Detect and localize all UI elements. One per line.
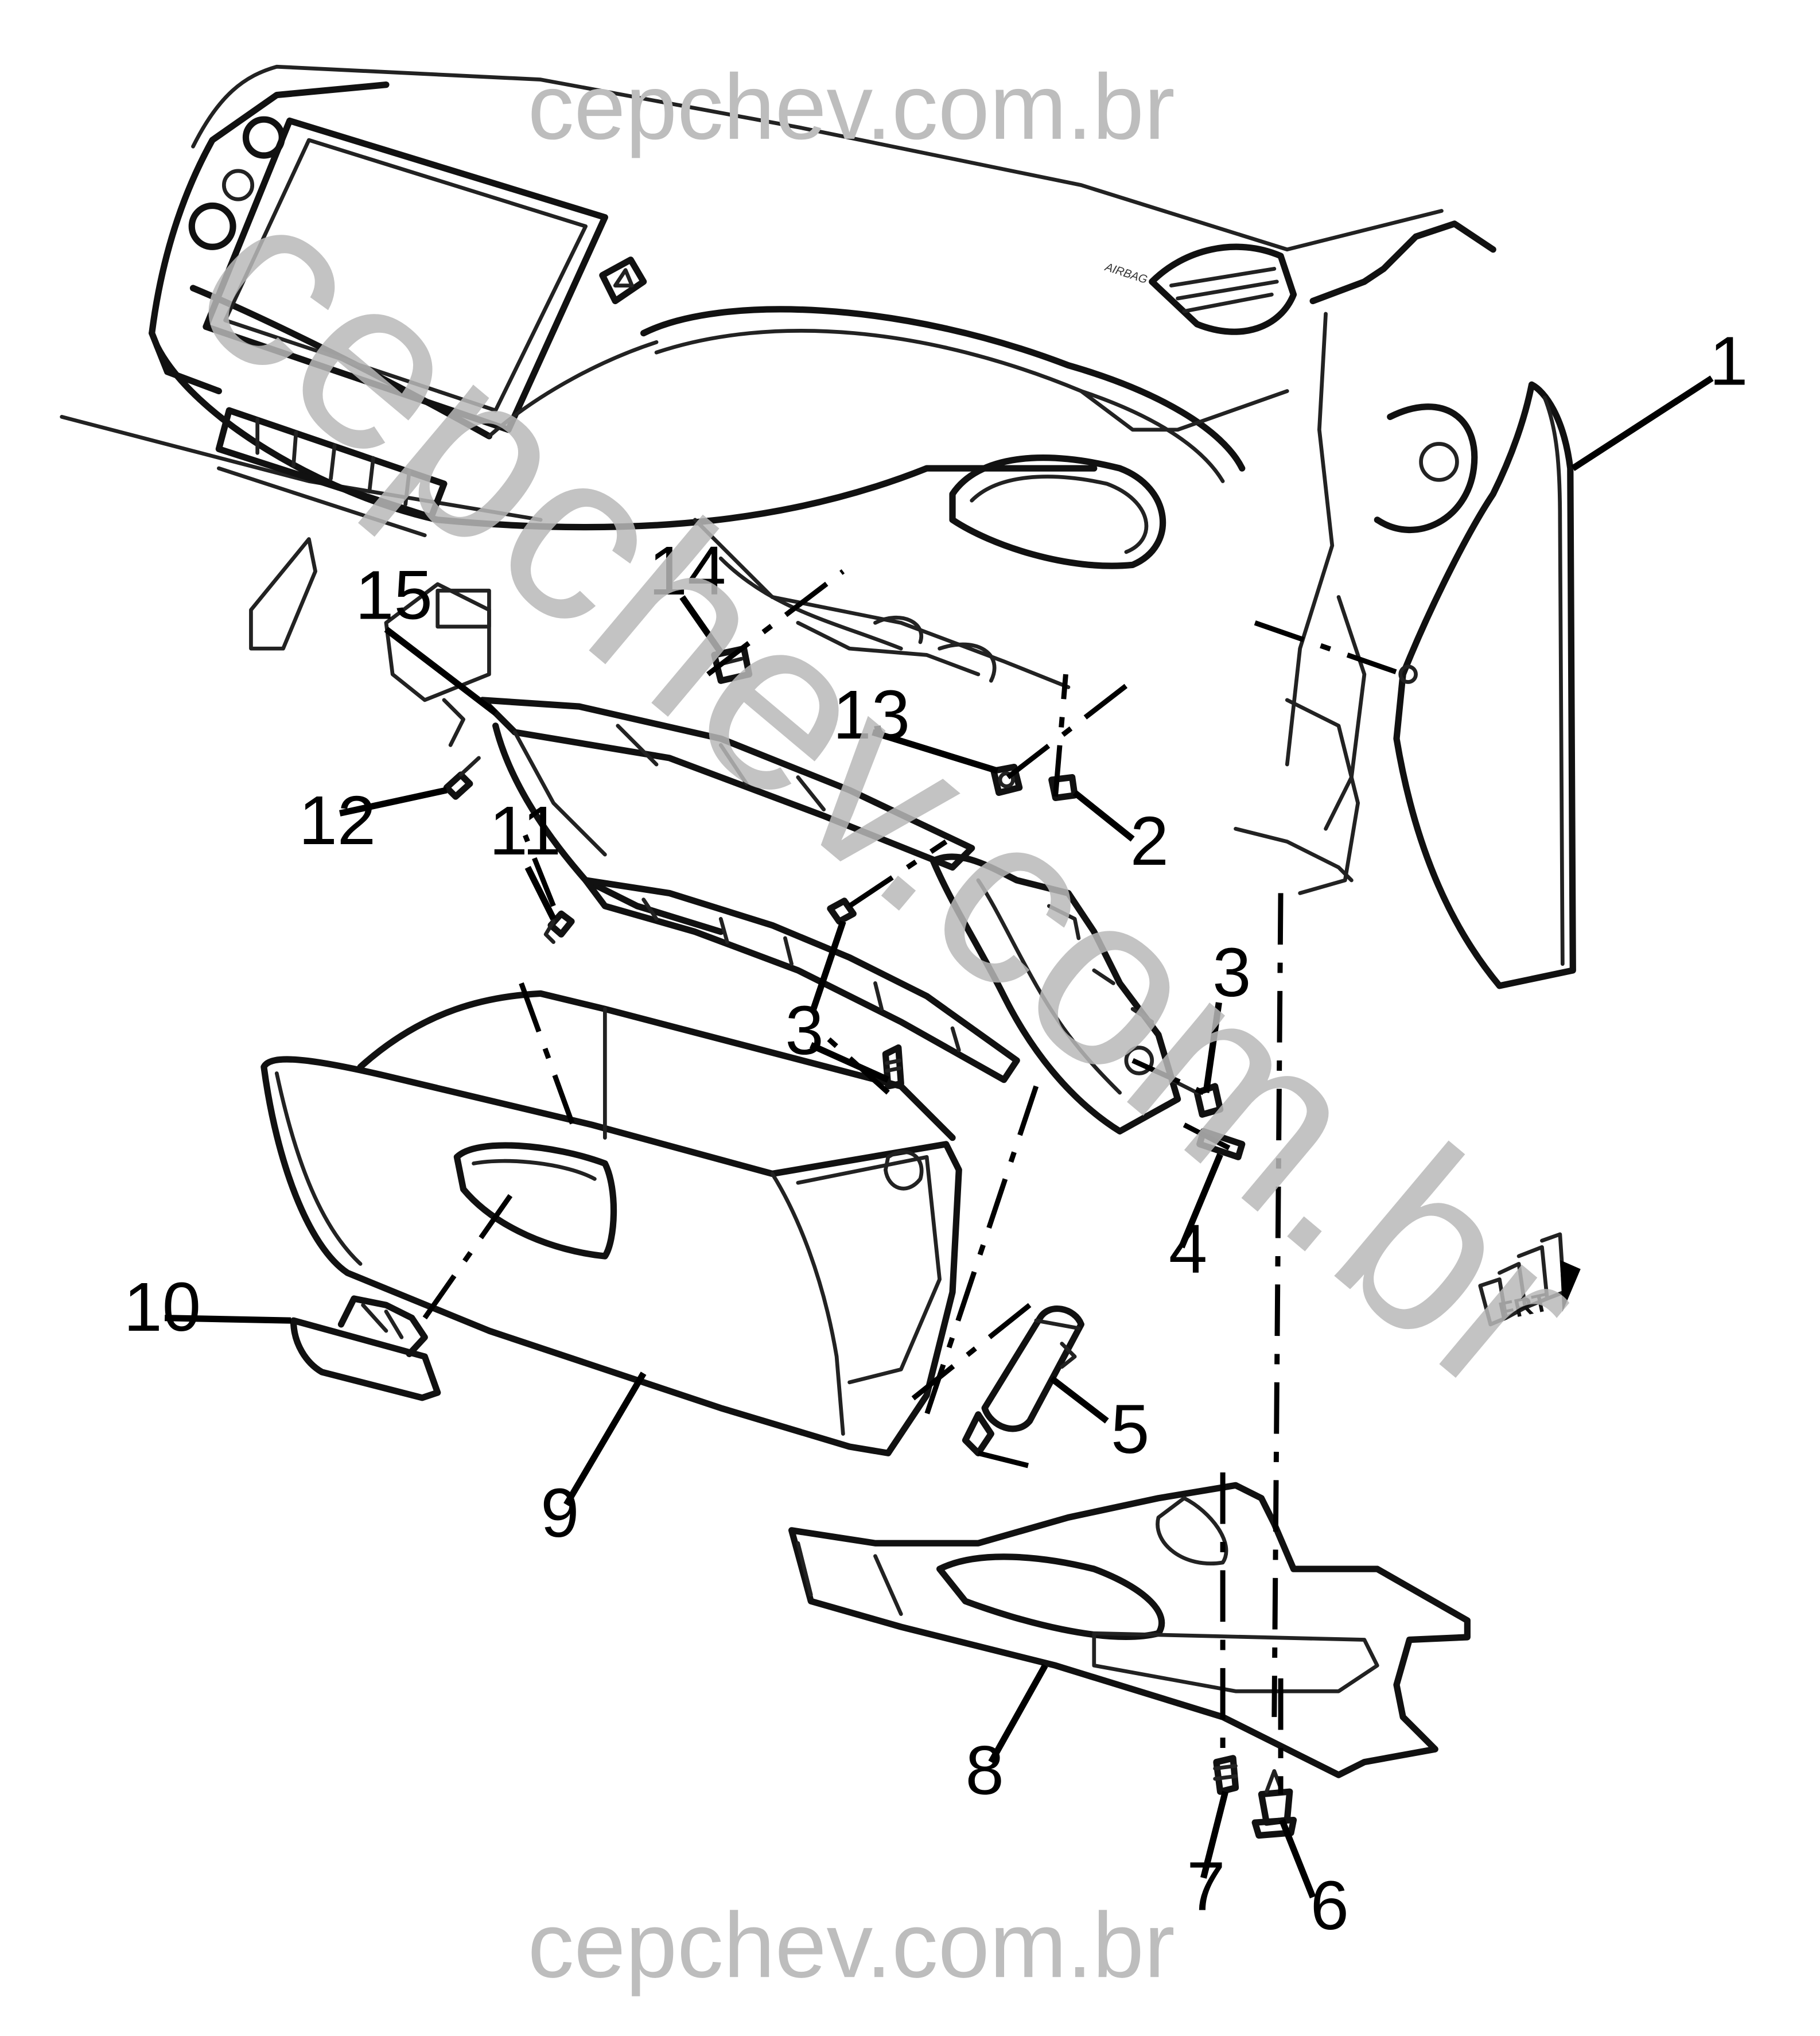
callout-15: 15: [355, 556, 433, 634]
part-5-damper: [962, 1305, 1084, 1456]
callout-1: 1: [1709, 321, 1748, 399]
assembly-lines: [422, 569, 1404, 1794]
part-4-pin: [1196, 1128, 1246, 1160]
part-6-push-pin: [1251, 1769, 1297, 1839]
watermarks: cepchev.com.br cepchev.com.br cepchev.co…: [146, 56, 1631, 1997]
part-11-screw: [543, 910, 575, 945]
glove-box-side-bracket: [930, 853, 1181, 1135]
front-arrow-icon: [1560, 1260, 1581, 1312]
callout-7: 7: [1187, 1847, 1225, 1925]
airbag-label: AIRBAG: [1103, 261, 1149, 286]
callout-9: 9: [540, 1474, 579, 1552]
leader-lines: [165, 375, 1714, 1899]
callout-4: 4: [1169, 1210, 1207, 1288]
callout-numbers: 1 2 3 3 4 5 6 7 8 9 10 11 12 13 14 15: [123, 321, 1748, 1944]
callout-3-left: 3: [785, 991, 823, 1069]
part-7-screw: [1213, 1755, 1239, 1795]
callout-14: 14: [649, 531, 726, 609]
instrument-panel: AIRBAG: [60, 64, 1496, 895]
part-12-screw: [443, 756, 481, 800]
callout-6: 6: [1310, 1866, 1349, 1944]
callout-10: 10: [123, 1268, 201, 1346]
callout-8: 8: [965, 1731, 1004, 1809]
watermark-top: cepchev.com.br: [528, 56, 1175, 159]
callout-11: 11: [489, 791, 561, 869]
part-10-latch-handle: [290, 1295, 441, 1401]
watermark-bottom: cepchev.com.br: [528, 1894, 1175, 1997]
part-3-screw-upper: [827, 897, 857, 925]
part-13-retainer: [990, 763, 1023, 796]
part-9-glove-box-door: [260, 990, 962, 1456]
callout-12: 12: [298, 781, 376, 859]
part-1-end-panel: [1393, 381, 1576, 989]
callout-2: 2: [1130, 802, 1169, 880]
callout-3-right: 3: [1212, 933, 1251, 1011]
part-8-lower-trim-panel: [788, 1482, 1471, 1778]
front-orientation-indicator: FRT: [1478, 1232, 1581, 1327]
callout-13: 13: [833, 675, 910, 753]
callout-5: 5: [1111, 1390, 1149, 1468]
